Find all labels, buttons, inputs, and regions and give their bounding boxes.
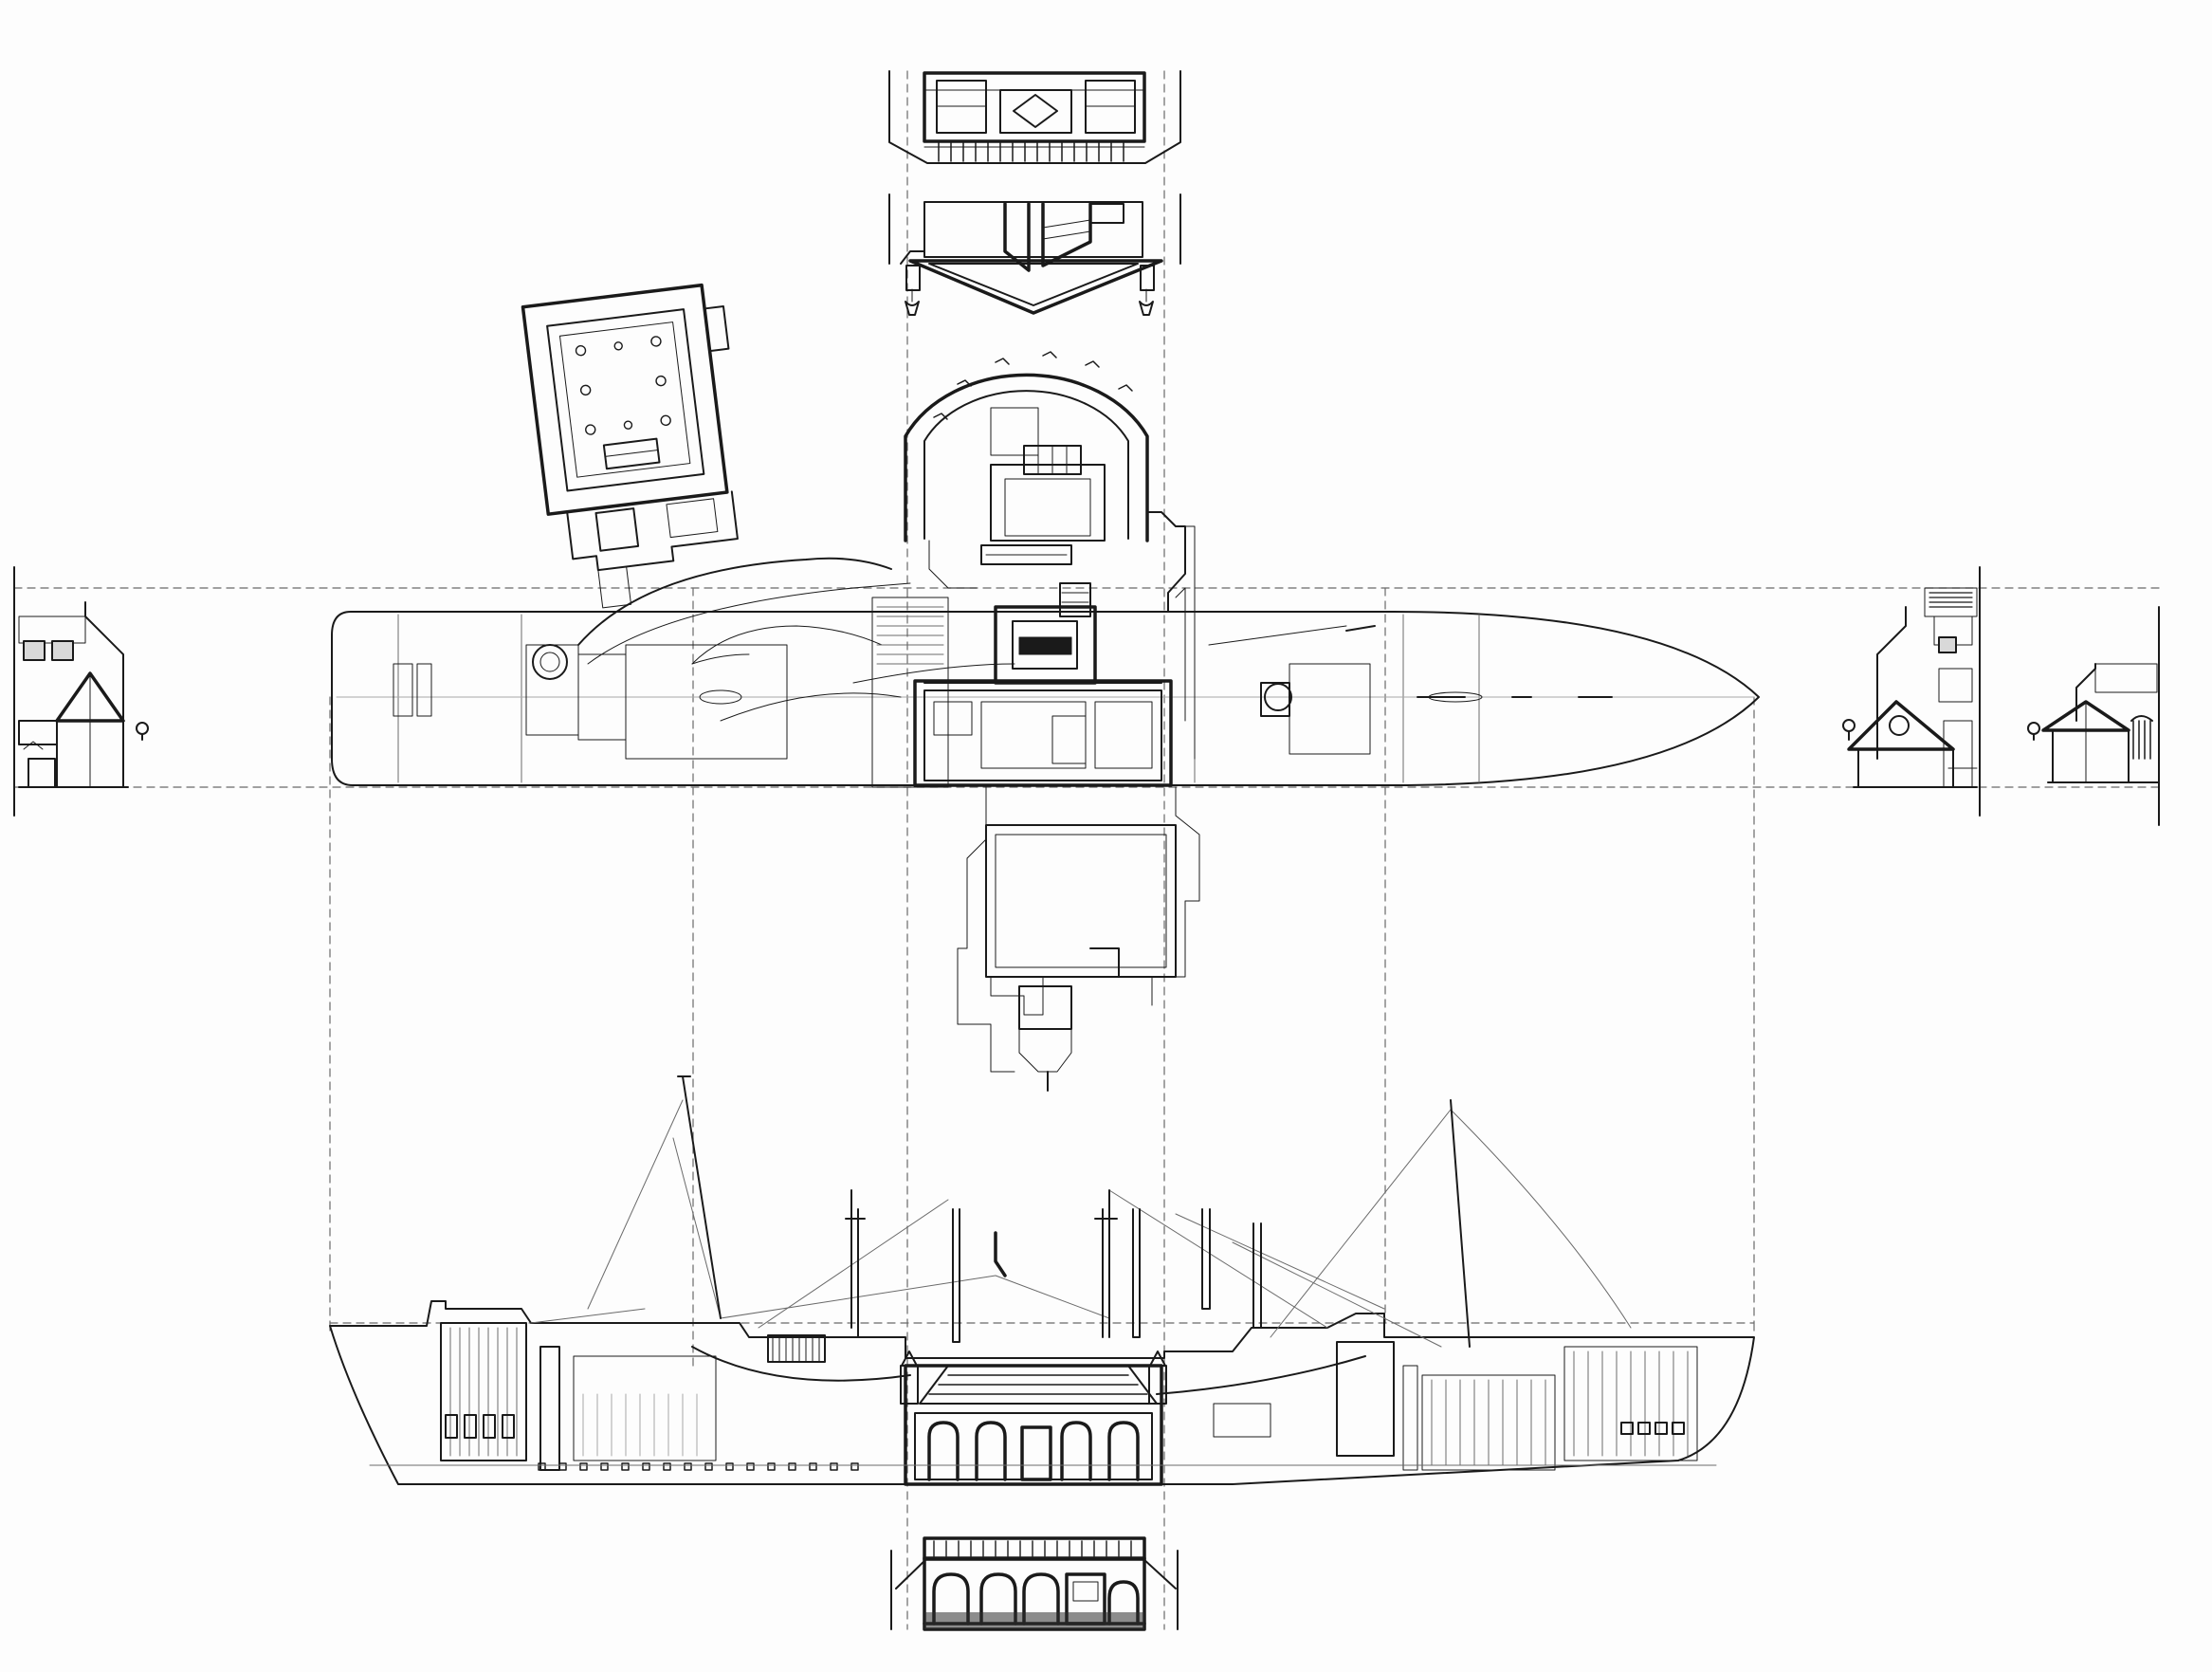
church-floor-plan-overlay [577, 525, 1200, 1092]
left-end-elevation [13, 566, 149, 817]
right-end-elevation-2 [2027, 606, 2160, 826]
ship-deck-plan [331, 611, 1760, 786]
church-plan [521, 283, 739, 609]
bottom-section [890, 1536, 1179, 1631]
top-section-upper [888, 70, 1181, 164]
top-section-lower [888, 193, 1181, 316]
apse-plan [904, 351, 1186, 613]
right-end-elevation-1 [1842, 566, 1981, 817]
ship-side-elevation [329, 1075, 1755, 1486]
projection-lines [13, 70, 2163, 1630]
